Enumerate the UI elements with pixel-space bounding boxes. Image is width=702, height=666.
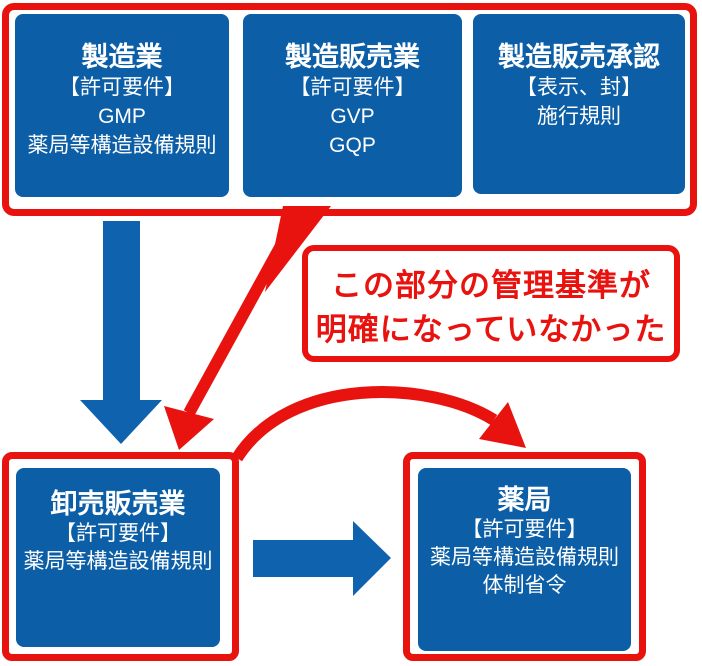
box-wholesale-title: 卸売販売業 <box>50 489 186 519</box>
box-manufacturing: 製造業 【許可要件】 GMP 薬局等構造設備規則 <box>15 14 229 197</box>
requirement-line: 薬局等構造設備規則 <box>27 134 217 157</box>
box-marketing-approval-body: 【表示、封】 施行規則 <box>473 73 685 131</box>
red-curved-arrow-over <box>231 386 526 462</box>
requirement-line: GMP <box>98 105 146 128</box>
requirement-line: GQP <box>329 134 376 157</box>
box-wholesale-body: 【許可要件】 薬局等構造設備規則 <box>16 520 220 576</box>
red-curved-arrow-over-head <box>479 402 526 448</box>
blue-right-arrow <box>253 521 391 596</box>
red-curved-arrow-over-shaft <box>231 386 498 462</box>
callout-line-2: 明確になっていなかった <box>315 312 667 347</box>
requirement-line: 体制省令 <box>482 574 567 597</box>
box-manufacturing-body: 【許可要件】 GMP 薬局等構造設備規則 <box>15 73 229 160</box>
red-curved-arrow-down-shaft <box>183 208 306 416</box>
requirement-line: 【許可要件】 <box>59 76 185 99</box>
box-manufacturing-title: 製造業 <box>81 42 163 72</box>
box-pharmacy: 薬局 【許可要件】 薬局等構造設備規則 体制省令 <box>418 468 631 651</box>
requirement-line: 施行規則 <box>537 105 621 128</box>
requirement-line: GVP <box>330 105 375 128</box>
requirement-line: 【許可要件】 <box>55 522 181 545</box>
box-marketing: 製造販売業 【許可要件】 GVP GQP <box>243 14 462 197</box>
box-pharmacy-body: 【許可要件】 薬局等構造設備規則 体制省令 <box>418 516 631 600</box>
requirement-line: 薬局等構造設備規則 <box>430 546 619 569</box>
blue-down-arrow <box>80 221 162 444</box>
requirement-line: 【許可要件】 <box>289 76 416 99</box>
requirement-line: 【許可要件】 <box>461 518 588 541</box>
requirement-line: 薬局等構造設備規則 <box>23 550 213 573</box>
box-marketing-approval: 製造販売承認 【表示、封】 施行規則 <box>473 14 685 194</box>
box-wholesale: 卸売販売業 【許可要件】 薬局等構造設備規則 <box>16 468 220 647</box>
box-marketing-body: 【許可要件】 GVP GQP <box>243 73 462 160</box>
callout-line-1: この部分の管理基準が <box>331 268 651 303</box>
red-curved-arrow-down-head <box>164 406 214 450</box>
callout-note: この部分の管理基準が 明確になっていなかった <box>302 245 680 362</box>
box-pharmacy-title: 薬局 <box>497 485 552 515</box>
box-marketing-title: 製造販売業 <box>285 42 420 72</box>
box-marketing-approval-title: 製造販売承認 <box>498 42 660 72</box>
requirement-line: 【表示、封】 <box>516 76 642 99</box>
